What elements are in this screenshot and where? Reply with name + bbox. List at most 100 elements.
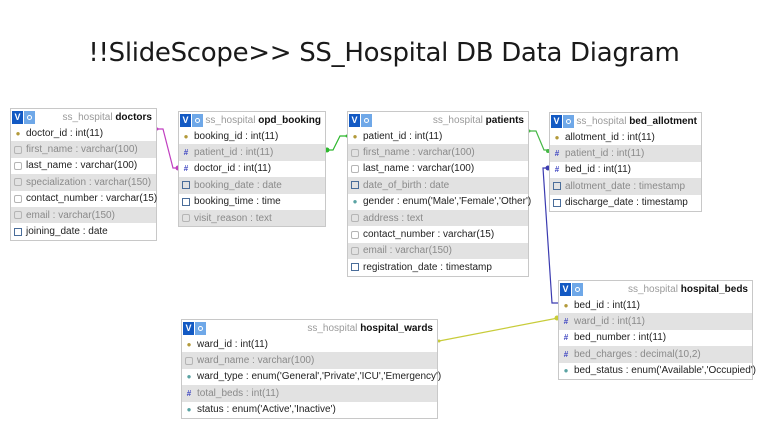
column-row[interactable]: date_of_birth : date — [348, 177, 528, 194]
column-row[interactable]: ● doctor_id : int(11) — [11, 125, 156, 141]
column-row[interactable]: last_name : varchar(100) — [11, 158, 156, 174]
column-label: discharge_date : timestamp — [565, 197, 688, 209]
view-icon[interactable]: V — [551, 114, 562, 128]
column-row[interactable]: registration_date : timestamp — [348, 259, 528, 275]
view-icon[interactable]: V — [180, 113, 191, 127]
column-row[interactable]: ●patient_id : int(11) — [348, 128, 528, 144]
text-field-icon — [14, 178, 22, 187]
column-label: ward_name : varchar(100) — [197, 355, 315, 367]
column-label: status : enum('Active','Inactive') — [197, 404, 336, 416]
number-icon: # — [554, 149, 560, 159]
table-name: opd_booking — [258, 114, 321, 126]
column-label: date_of_birth : date — [363, 179, 450, 191]
options-gear-icon[interactable] — [24, 110, 35, 124]
column-row[interactable]: last_name : varchar(100) — [348, 161, 528, 177]
options-gear-icon[interactable] — [192, 113, 203, 127]
enum-icon: ● — [186, 405, 192, 415]
column-row[interactable]: ●bed_id : int(11) — [559, 297, 752, 313]
table-name: doctors — [115, 111, 152, 123]
column-row[interactable]: #total_beds : int(11) — [182, 385, 437, 402]
column-row[interactable]: first_name : varchar(100) — [11, 141, 156, 158]
column-row[interactable]: first_name : varchar(100) — [348, 144, 528, 161]
number-icon: # — [183, 148, 189, 158]
column-label: patient_id : int(11) — [565, 148, 645, 160]
view-icon[interactable]: V — [12, 110, 23, 124]
column-row[interactable]: ward_name : varchar(100) — [182, 352, 437, 369]
column-row[interactable]: discharge_date : timestamp — [550, 195, 701, 211]
date-field-icon — [182, 181, 190, 190]
database-name: ss_hospital — [432, 114, 483, 126]
column-row[interactable]: email : varchar(150) — [11, 206, 156, 224]
column-label: address : text — [363, 212, 424, 224]
enum-icon: ● — [352, 197, 358, 207]
column-label: last_name : varchar(100) — [26, 160, 138, 172]
table-name: patients — [485, 114, 524, 126]
column-row[interactable]: email : varchar(150) — [348, 242, 528, 260]
column-label: last_name : varchar(100) — [363, 163, 475, 175]
number-icon: # — [183, 164, 189, 174]
column-row[interactable]: ●ward_type : enum('General','Private','I… — [182, 369, 442, 385]
column-row[interactable]: address : text — [348, 209, 528, 227]
column-row[interactable]: #doctor_id : int(11) — [179, 161, 325, 177]
column-row[interactable]: visit_reason : text — [179, 209, 325, 227]
column-label: specialization : varchar(150) — [26, 176, 152, 188]
column-row[interactable]: #ward_id : int(11) — [559, 313, 752, 330]
column-row[interactable]: ●ward_id : int(11) — [182, 336, 437, 352]
column-row[interactable]: #bed_id : int(11) — [550, 162, 701, 178]
column-row[interactable]: contact_number : varchar(15) — [348, 226, 528, 242]
view-icon[interactable]: V — [560, 282, 571, 296]
number-icon: # — [563, 349, 569, 359]
column-row[interactable]: #patient_id : int(11) — [179, 144, 325, 161]
date-field-icon — [14, 227, 22, 236]
column-row[interactable]: #bed_number : int(11) — [559, 330, 752, 346]
primary-key-icon: ● — [15, 128, 21, 138]
table-title: ss_hospital doctors — [35, 112, 152, 123]
column-label: bed_charges : decimal(10,2) — [574, 348, 701, 360]
column-row[interactable]: ●booking_id : int(11) — [179, 128, 325, 144]
column-row[interactable]: booking_date : date — [179, 177, 325, 194]
options-gear-icon[interactable] — [195, 321, 206, 335]
column-row[interactable]: specialization : varchar(150) — [11, 174, 156, 191]
table-title: ss_hospital opd_booking — [203, 115, 321, 126]
column-row[interactable]: ●gender : enum('Male','Female','Other') — [348, 194, 532, 210]
column-row[interactable]: booking_time : time — [179, 194, 325, 210]
options-gear-icon[interactable] — [361, 113, 372, 127]
column-row[interactable]: joining_date : date — [11, 223, 156, 239]
view-icon[interactable]: V — [183, 321, 194, 335]
column-row[interactable]: ●allotment_id : int(11) — [550, 129, 701, 145]
column-row[interactable]: contact_number : varchar(15) — [11, 191, 157, 207]
column-row[interactable]: # bed_charges : decimal(10,2) — [559, 346, 752, 363]
column-label: patient_id : int(11) — [363, 130, 443, 142]
options-gear-icon[interactable] — [572, 282, 583, 296]
view-icon[interactable]: V — [349, 113, 360, 127]
options-gear-icon[interactable] — [563, 114, 574, 128]
number-icon: # — [563, 317, 569, 327]
enum-icon: ● — [186, 372, 192, 382]
column-label: bed_id : int(11) — [565, 164, 631, 176]
primary-key-icon: ● — [554, 132, 560, 142]
column-label: email : varchar(150) — [363, 245, 452, 257]
number-icon: # — [563, 333, 569, 343]
text-field-icon — [351, 230, 359, 239]
column-row[interactable]: ●bed_status : enum('Available','Occupied… — [559, 363, 756, 379]
column-row[interactable]: allotment_date : timestamp — [550, 178, 701, 195]
column-label: visit_reason : text — [194, 212, 272, 224]
column-label: registration_date : timestamp — [363, 261, 492, 273]
column-label: booking_id : int(11) — [194, 130, 279, 142]
column-label: doctor_id : int(11) — [26, 127, 104, 139]
column-row[interactable]: # patient_id : int(11) — [550, 145, 701, 162]
column-label: allotment_date : timestamp — [565, 180, 686, 192]
column-row[interactable]: ● status : enum('Active','Inactive') — [182, 402, 437, 418]
